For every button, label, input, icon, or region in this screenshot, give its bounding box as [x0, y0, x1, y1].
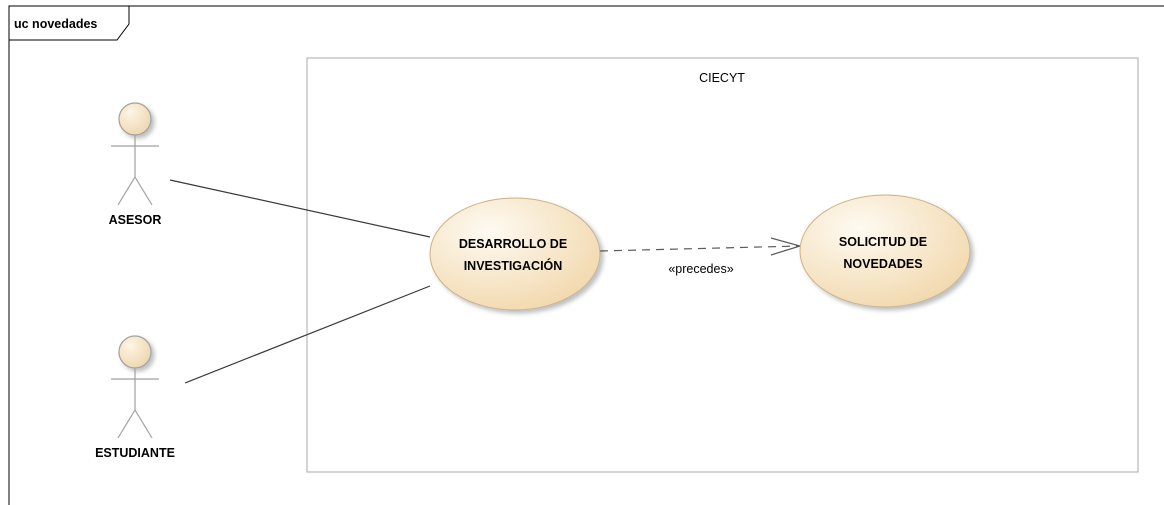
frame-tab [8, 5, 130, 41]
use-case-desarrollo-investigacion[interactable]: DESARROLLO DE INVESTIGACIÓN [429, 197, 601, 311]
use-case-solicitud-label-line1: SOLICITUD DE [839, 235, 927, 249]
association-estudiante-desarrollo[interactable] [184, 285, 431, 384]
use-case-solicitud-shape [799, 194, 971, 308]
actor-estudiante-label: ESTUDIANTE [95, 446, 175, 460]
actor-estudiante-figure [111, 335, 159, 439]
actor-estudiante-head [118, 335, 152, 369]
use-case-solicitud-novedades[interactable]: SOLICITUD DE NOVEDADES [799, 194, 971, 308]
actor-asesor-label: ASESOR [109, 213, 162, 227]
frame-title: uc novedades [14, 17, 97, 31]
diagram-frame: uc novedades [8, 5, 1164, 505]
use-case-desarrollo-shape [429, 197, 601, 311]
association-asesor-desarrollo[interactable] [169, 179, 431, 238]
system-boundary-title: CIECYT [699, 71, 745, 85]
use-case-desarrollo-label-line2: INVESTIGACIÓN [464, 258, 563, 273]
actor-asesor-figure [111, 102, 159, 206]
actor-asesor[interactable]: ASESOR [109, 102, 162, 227]
dependency-stereotype-label: «precedes» [668, 262, 733, 276]
actor-estudiante[interactable]: ESTUDIANTE [95, 335, 175, 460]
actor-asesor-head [118, 102, 152, 136]
use-case-solicitud-label-line2: NOVEDADES [843, 257, 922, 271]
use-case-desarrollo-label-line1: DESARROLLO DE [459, 237, 567, 251]
